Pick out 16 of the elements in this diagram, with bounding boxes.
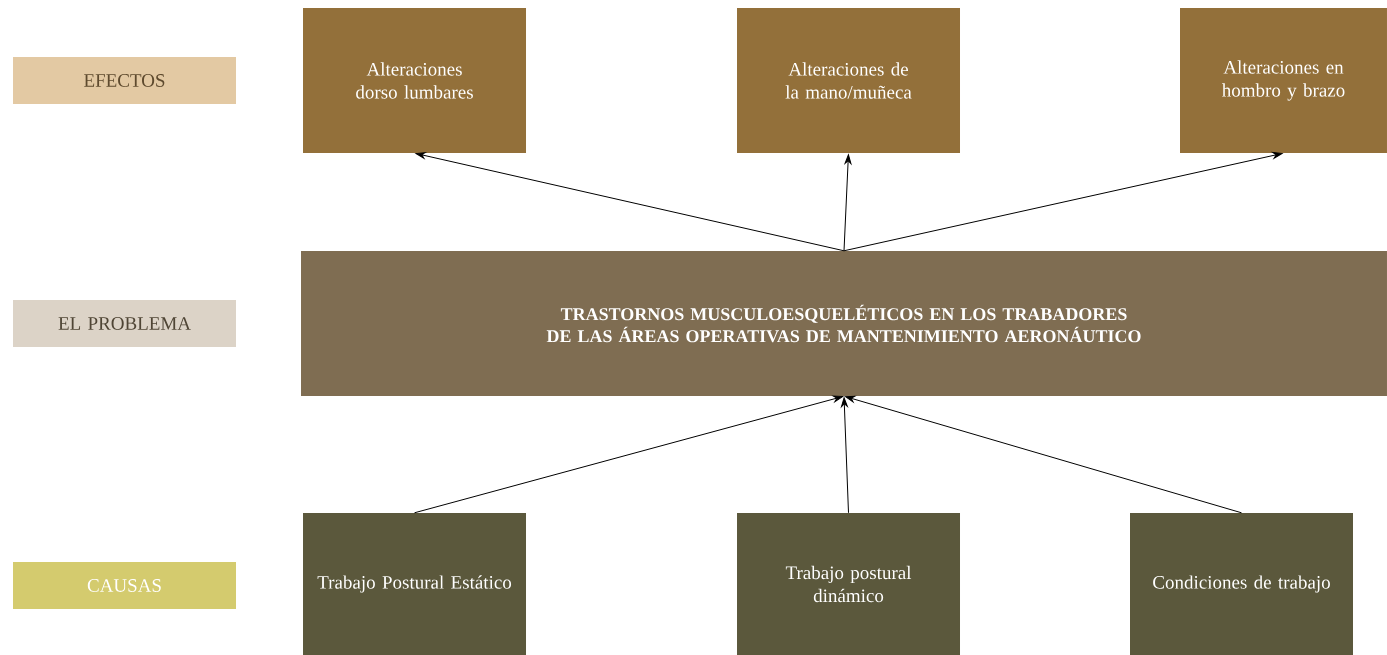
cause-box: Trabajo postural dinámico [737,513,960,655]
effect-box: Alteraciones de la mano/muñeca [737,8,960,153]
problem-box: TRASTORNOS MUSCULOESQUELÉTICOS EN LOS TRABADORES DE LAS ÁREAS OPERATIVAS DE MANTENIMIENTO AERONÁUTICO [301,251,1387,396]
cause-box: Trabajo Postural Estático [303,513,526,655]
arrow [843,154,852,252]
arrow [845,395,1242,514]
effect-box: Alteraciones en hombro y brazo [1180,8,1387,153]
arrow [843,152,1283,252]
arrow [841,397,849,514]
row-label: CAUSAS [13,562,236,609]
row-label: EL PROBLEMA [13,300,236,347]
arrow [414,395,843,514]
arrow [415,152,845,252]
effect-box: Alteraciones dorso lumbares [303,8,526,153]
cause-box: Condiciones de trabajo [1130,513,1353,655]
row-label: EFECTOS [13,57,236,104]
